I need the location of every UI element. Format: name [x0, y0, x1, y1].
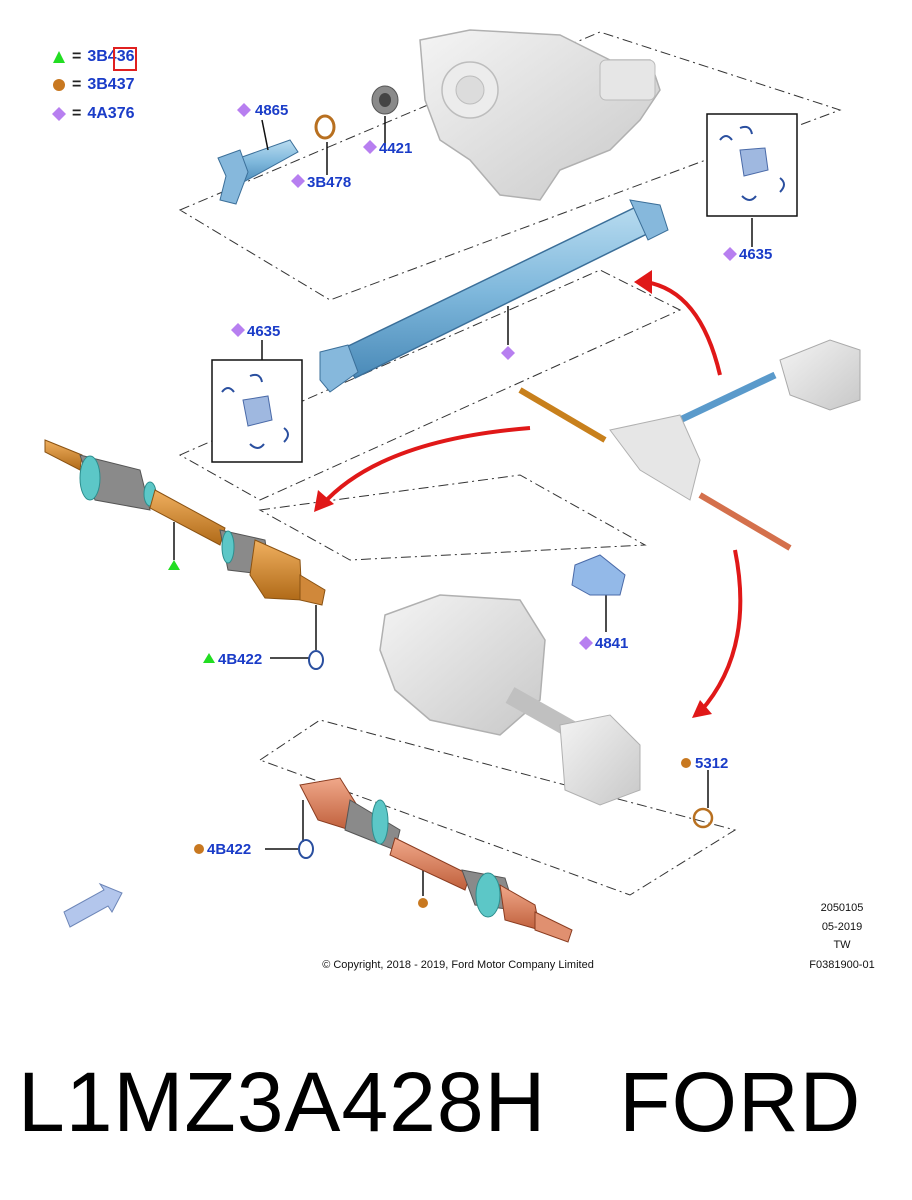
brand-name: FORD	[619, 1055, 862, 1149]
red-arrowheads	[314, 270, 712, 718]
transfer-case-housing-upper	[419, 29, 661, 201]
part-number-title: L1MZ3A428H FORD	[18, 1052, 861, 1152]
snap-ring-4b422-lower	[298, 839, 314, 859]
callout-4841: 4841	[595, 635, 628, 652]
diamond-icon	[723, 247, 737, 261]
diamond-icon	[501, 346, 515, 360]
seal-4421	[371, 85, 399, 115]
diagram-id: 2050105	[821, 902, 864, 914]
legend-code: 4A376	[87, 105, 135, 122]
part-number: L1MZ3A428H	[18, 1055, 547, 1149]
callout-4865: 4865	[255, 102, 288, 119]
front-direction-arrow-icon	[63, 882, 123, 928]
circle-icon	[53, 79, 65, 91]
triangle-icon	[203, 653, 215, 663]
callout-3b478: 3B478	[307, 174, 351, 191]
callout-5312: 5312	[695, 755, 728, 772]
legend-row-diamond: = 4A376	[52, 103, 135, 125]
callout-4635-left: 4635	[247, 323, 280, 340]
diagram-region: TW	[833, 939, 851, 951]
u-joint-inset-right	[706, 113, 798, 217]
triangle-icon	[168, 560, 180, 570]
front-halfshaft-left	[44, 439, 326, 606]
legend-code: 3B436	[87, 48, 135, 65]
propeller-shaft	[319, 199, 669, 393]
copyright-notice: © Copyright, 2018 - 2019, Ford Motor Com…	[322, 959, 594, 971]
equals-sign: =	[72, 105, 82, 122]
red-direction-arrows	[320, 280, 743, 714]
triangle-icon	[53, 51, 65, 63]
diamond-icon	[52, 107, 66, 121]
equals-sign: =	[72, 76, 82, 93]
equals-sign: =	[72, 48, 82, 65]
diamond-icon	[237, 103, 251, 117]
seal-ring-5312	[692, 807, 714, 829]
diamond-icon	[291, 174, 305, 188]
callout-4635-right: 4635	[739, 246, 772, 263]
diagram-date: 05-2019	[822, 921, 862, 933]
callout-4421: 4421	[379, 140, 412, 157]
snap-ring-3b478	[314, 114, 336, 140]
snap-ring-4b422-upper	[308, 650, 324, 670]
part-4865-stub-shaft	[217, 139, 299, 205]
exploded-parts-diagram: 4865 3B478 4421 4635 4635 4841 4B422 4B4…	[44, 29, 875, 971]
leader-lines	[173, 116, 753, 896]
diamond-icon	[363, 140, 377, 154]
callout-4b422-lower: 4B422	[207, 841, 251, 858]
selection-highlight-box	[113, 47, 137, 71]
legend-code: 3B437	[87, 76, 135, 93]
diagram-figure-number: F0381900-01	[809, 959, 874, 971]
circle-icon	[681, 758, 691, 768]
legend-row-triangle: = 3B436	[52, 46, 135, 68]
assembly-overview-thumbnail	[518, 339, 861, 551]
front-halfshaft-right	[299, 777, 573, 943]
diamond-icon	[231, 323, 245, 337]
callout-4b422-upper: 4B422	[218, 651, 262, 668]
circle-icon	[418, 898, 428, 908]
u-joint-inset-left	[211, 359, 303, 463]
axle-housing-lower	[379, 594, 641, 806]
callout-markers	[168, 103, 737, 908]
flange-4841	[571, 554, 626, 596]
circle-icon	[194, 844, 204, 854]
diamond-icon	[579, 636, 593, 650]
legend-row-circle: = 3B437	[52, 74, 135, 96]
